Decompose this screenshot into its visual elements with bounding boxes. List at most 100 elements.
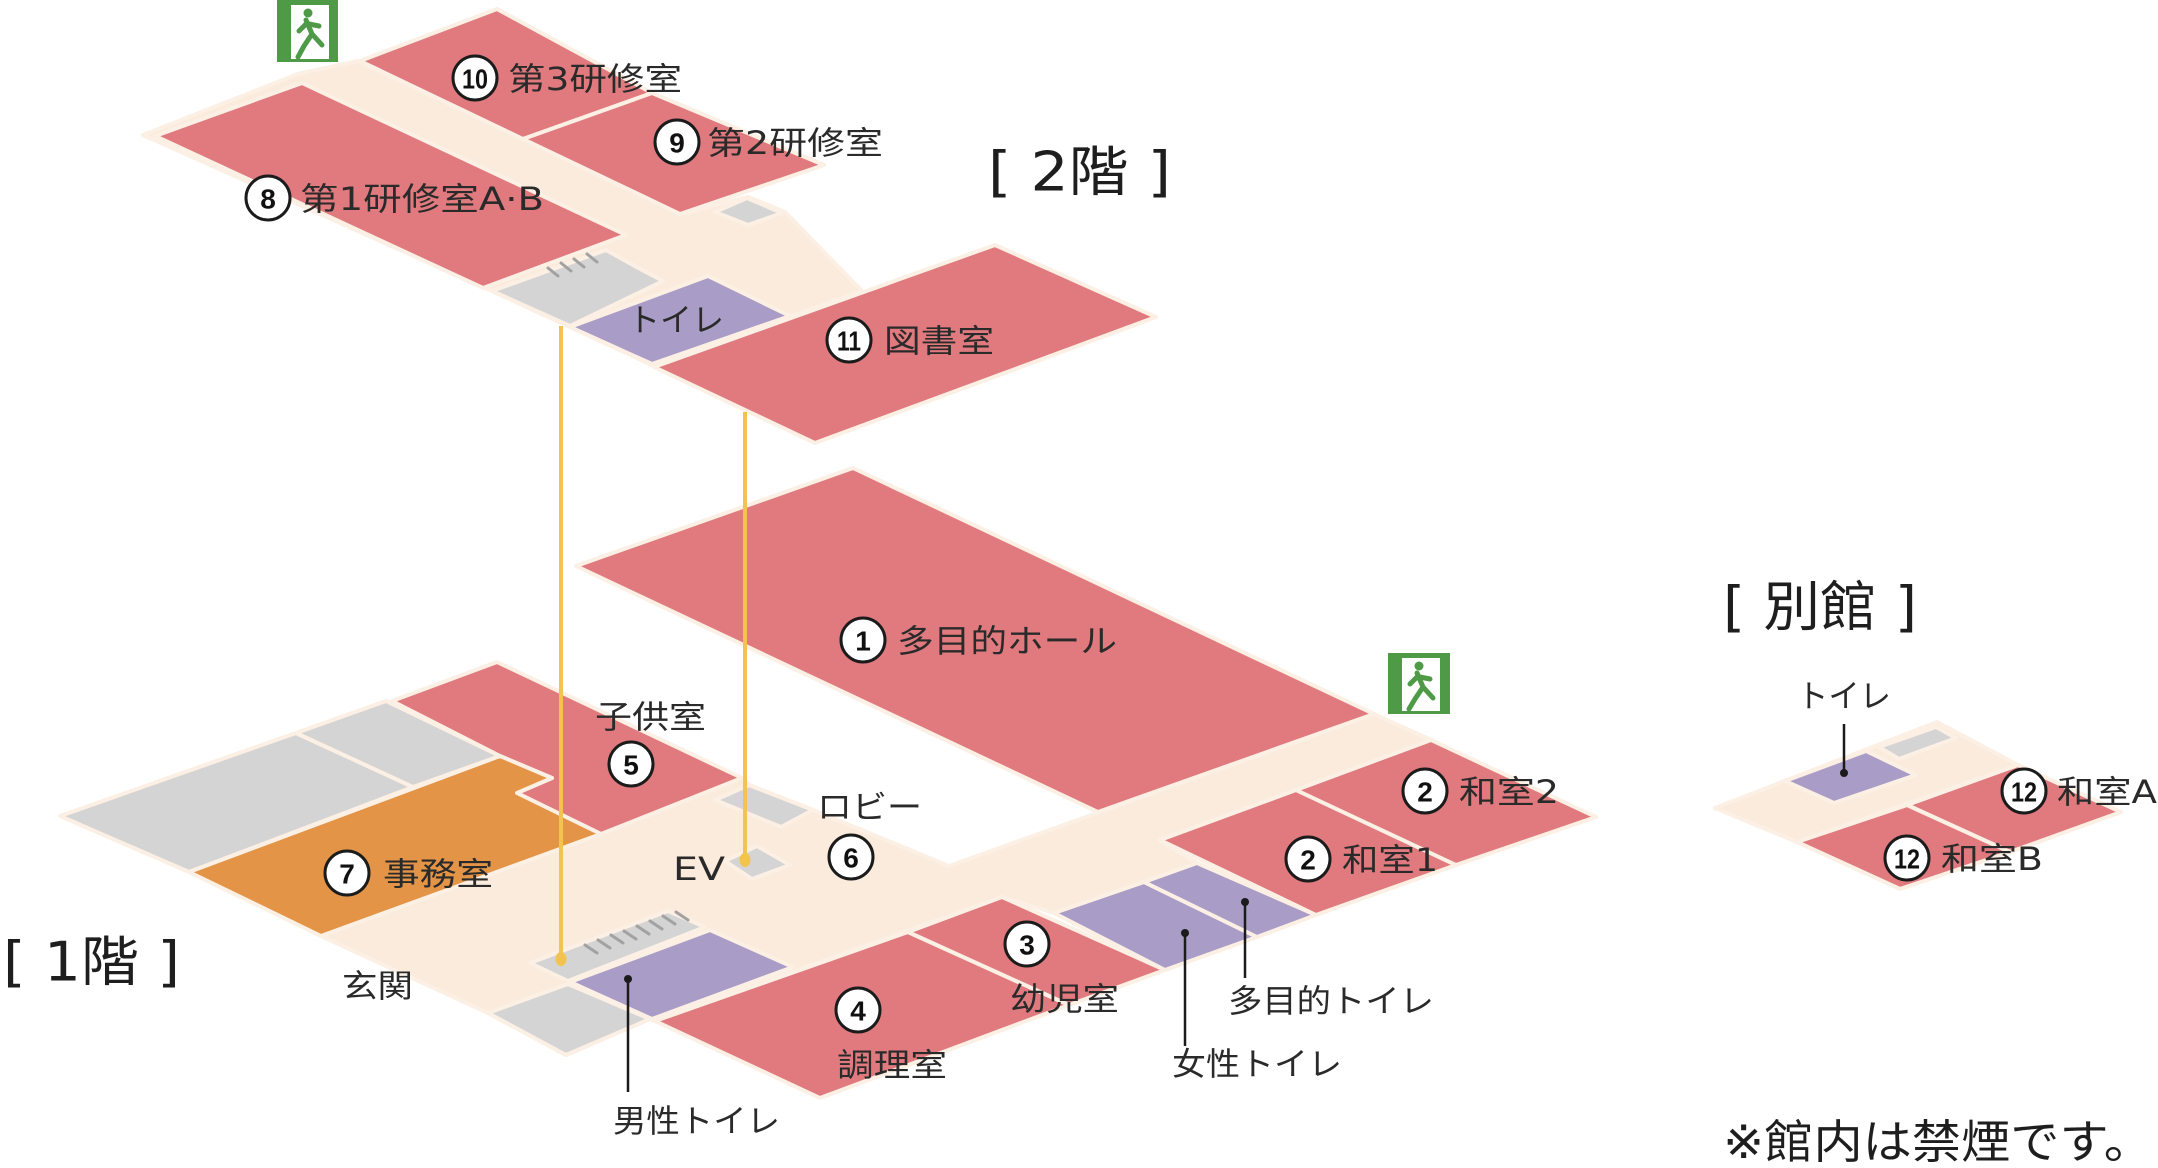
pointer-dot	[1840, 769, 1848, 777]
stair-step	[648, 919, 664, 931]
room-number-badge	[244, 174, 292, 222]
room-label-infant: 3 幼児室	[1003, 920, 1119, 1018]
room-washitsu-2	[1294, 738, 1598, 867]
room-number-badge	[1401, 767, 1449, 815]
room-label-training-1: 8 第1研修室A·B	[244, 174, 544, 222]
mens-toilet-label: 男性トイレ	[613, 1102, 780, 1140]
room-number: 1	[855, 626, 871, 657]
floor-label-1f: [ 1階 ]	[3, 931, 180, 994]
exit-figure-body	[1406, 670, 1436, 712]
room-name: 事務室	[383, 855, 493, 893]
room-number-badge	[323, 849, 371, 897]
room-number-badge	[2000, 767, 2048, 815]
floor-label-2f: [ 2階 ]	[988, 141, 1171, 204]
annex-toilet-label: トイレ	[1797, 677, 1891, 715]
room-label-washitsu-b: 12 和室B	[1883, 834, 2043, 882]
stair-steps-2f	[546, 252, 599, 278]
pointer-dot	[1181, 929, 1189, 937]
stair-steps-1f	[583, 910, 690, 955]
room-office	[187, 754, 603, 938]
room-label-washitsu-2: 2 和室2	[1401, 767, 1559, 815]
room-name: 第1研修室A·B	[300, 180, 544, 218]
room-number-badge	[607, 740, 655, 788]
room-label-children: 子供室 5	[595, 698, 706, 788]
room-number: 3	[1019, 930, 1035, 961]
room-label-training-2: 9 第2研修室	[653, 118, 883, 166]
womens-toilet-label: 女性トイレ	[1172, 1045, 1342, 1083]
lobby-service-area	[713, 783, 815, 829]
room-name: 和室B	[1941, 840, 2043, 878]
room-name: 多目的ホール	[897, 622, 1117, 660]
stair-step	[585, 252, 599, 264]
room-number-badge	[451, 54, 499, 102]
storage-2f	[713, 196, 784, 227]
stair-step	[622, 929, 638, 941]
pointer-dot	[1241, 898, 1249, 906]
room-number-badge	[839, 616, 887, 664]
room-name: 子供室	[595, 698, 706, 736]
no-smoking-notice: ※館内は禁煙です。	[1723, 1115, 2153, 1168]
elevator-shaft-line	[555, 326, 751, 966]
stair-step	[559, 261, 573, 273]
room-number: 9	[669, 128, 685, 159]
mens-toilet-pointer: 男性トイレ	[613, 975, 780, 1140]
room-label-training-3: 10 第3研修室	[451, 54, 682, 102]
room-name: 幼児室	[1010, 980, 1119, 1018]
room-library	[652, 243, 1158, 445]
stair-step	[583, 943, 599, 955]
room-number-badge	[1003, 920, 1051, 968]
room-name: 和室2	[1459, 773, 1559, 811]
stair-link-dot	[555, 952, 567, 966]
room-number: 12	[1894, 844, 1920, 875]
stairs-2f	[490, 248, 665, 328]
floor-1: 1 多目的ホール 2 和室2 2 和室1 3 幼児室 4 調理室 子供室 5	[3, 466, 1598, 1140]
room-number: 7	[339, 859, 355, 890]
toilet-2f	[568, 274, 792, 366]
toilet-annex	[1783, 749, 1918, 805]
stair-step	[635, 924, 651, 936]
room-label-hall: 1 多目的ホール	[839, 616, 1117, 664]
room-number: 2	[1417, 777, 1433, 808]
room-number: 8	[260, 184, 276, 215]
stair-step	[572, 257, 586, 269]
room-number: 12	[2011, 777, 2037, 808]
room-number: 6	[843, 843, 859, 874]
floor-label-annex: [ 別館 ]	[1723, 576, 1917, 639]
room-training-1	[153, 81, 628, 290]
room-number-badge	[827, 833, 875, 881]
emergency-exit-icon	[1388, 653, 1450, 714]
room-name: 調理室	[837, 1046, 947, 1084]
room-number: 2	[1300, 845, 1316, 876]
annex: [ 別館 ] トイレ 12 和室A 12 和室B	[1713, 576, 2157, 891]
exit-figure-head	[303, 8, 313, 18]
room-name: 和室A	[2057, 773, 2157, 811]
room-number: 4	[850, 996, 866, 1027]
room-number-badge	[1883, 834, 1931, 882]
entrance-label: 玄関	[342, 967, 413, 1005]
elevator-label: EV	[673, 850, 725, 888]
multipurpose-toilet-label: 多目的トイレ	[1228, 982, 1434, 1020]
annex-toilet-pointer: トイレ	[1797, 677, 1891, 777]
room-number: 10	[462, 64, 488, 95]
stair-step	[661, 914, 677, 926]
room-name: 図書室	[884, 322, 994, 360]
room-label-lobby: ロビー 6	[817, 788, 922, 881]
room-number: 5	[623, 750, 639, 781]
room-name: 第3研修室	[508, 60, 682, 98]
exit-figure-head	[1414, 661, 1424, 671]
toilet-label-2f: トイレ	[628, 301, 724, 339]
stair-step	[609, 933, 625, 945]
room-number-badge	[834, 986, 882, 1034]
room-name: ロビー	[817, 788, 922, 826]
room-multipurpose-hall	[574, 466, 1376, 814]
mens-toilet	[568, 928, 795, 1021]
room-name: 第2研修室	[707, 124, 883, 162]
floor-2: 10 第3研修室 9 第2研修室 8 第1研修室A·B 11 図書室 トイレ […	[141, 0, 1171, 445]
emergency-exit-icon	[277, 0, 338, 62]
stair-step	[596, 938, 612, 950]
room-label-washitsu-a: 12 和室A	[2000, 767, 2157, 815]
room-label-cooking: 4 調理室	[834, 986, 947, 1084]
room-label-library: 11 図書室	[825, 316, 994, 364]
room-label-office: 7 事務室	[323, 849, 493, 897]
